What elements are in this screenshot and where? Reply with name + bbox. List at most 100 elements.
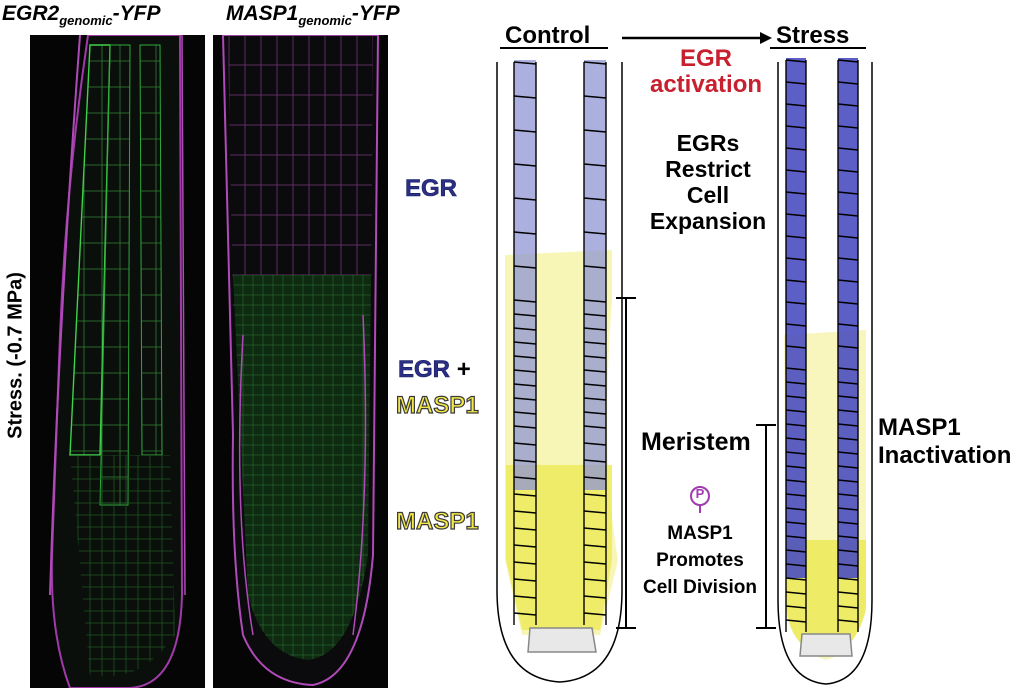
stress-left-file-cell-wall bbox=[785, 423, 807, 427]
zone-label-masp1-mid: MASP1 bbox=[395, 391, 479, 419]
stress-left-file-cell-wall bbox=[785, 605, 807, 609]
stress-right-file-cell-wall bbox=[837, 367, 859, 371]
micrograph-egr2 bbox=[30, 35, 205, 688]
control-root-cap bbox=[527, 627, 597, 653]
masp1-role-line: Cell Division bbox=[642, 577, 758, 598]
control-left-file-cell-wall bbox=[513, 510, 537, 514]
stress-right-file-cell-wall bbox=[837, 577, 859, 581]
egr-role-line: Cell bbox=[686, 182, 730, 208]
stress-left-file-cell-wall bbox=[785, 191, 807, 195]
control-right-file-cell-wall bbox=[583, 355, 607, 359]
micrograph-masp1 bbox=[213, 35, 388, 688]
stress-right-file-cell-wall bbox=[837, 619, 859, 623]
stress-right-file-cell-wall bbox=[837, 59, 859, 63]
gene-name: MASP1 bbox=[226, 2, 299, 25]
root-image-egr2 bbox=[49, 35, 186, 688]
control-right-file-cell-wall bbox=[583, 397, 607, 401]
stress-right-file-cell-wall bbox=[837, 395, 859, 399]
control-left-file-cell-wall bbox=[513, 265, 537, 269]
stress-left-file-cell-wall bbox=[785, 381, 807, 385]
stress-left-file-cell-wall bbox=[785, 59, 807, 63]
control-right-file-cell-wall bbox=[583, 327, 607, 331]
gene-name: EGR2 bbox=[2, 2, 60, 25]
stress-right-file-cell-wall bbox=[837, 521, 859, 525]
activation-line: EGR bbox=[679, 45, 732, 72]
control-right-file-cell-wall bbox=[583, 163, 607, 167]
stress-left-file-cell-wall bbox=[785, 169, 807, 173]
stress-left-file-cell-wall bbox=[785, 125, 807, 129]
stress-left-file-cell-wall bbox=[785, 345, 807, 349]
panel-title-egr2: EGR2genomic-YFP bbox=[2, 2, 161, 28]
stress-left-file-cell-wall bbox=[785, 301, 807, 305]
control-right-file-cell-wall bbox=[583, 299, 607, 303]
control-right-file-cell-wall bbox=[583, 369, 607, 373]
stress-right-file-cell-wall bbox=[837, 507, 859, 511]
stress-left-file-cell-wall bbox=[785, 577, 807, 581]
stress-right-file-cell-wall bbox=[837, 437, 859, 441]
stress-left-file-cell-wall bbox=[785, 147, 807, 151]
stress-right-file-cell-wall bbox=[837, 591, 859, 595]
masp1-role-line: MASP1 bbox=[667, 523, 733, 544]
stress-left-file-cell-wall bbox=[785, 279, 807, 283]
egr-role-line: Restrict bbox=[665, 156, 751, 182]
plus-sign: + bbox=[456, 356, 471, 383]
stress-left-file-cell-wall bbox=[785, 409, 807, 413]
stress-root bbox=[777, 58, 873, 685]
meristem-label: Meristem bbox=[641, 428, 751, 456]
stress-right-file-cell-wall bbox=[837, 81, 859, 85]
stress-left-file-cell-wall bbox=[785, 451, 807, 455]
stress-right-file-cell-wall bbox=[837, 301, 859, 305]
stress-left-file-cell-wall bbox=[785, 493, 807, 497]
control-right-file-cell-wall bbox=[583, 61, 607, 65]
gene-suffix: -YFP bbox=[351, 2, 400, 25]
egr-role-line: EGRs bbox=[676, 130, 740, 156]
control-right-file-cell-wall bbox=[583, 95, 607, 99]
control-left-file-cell-wall bbox=[513, 313, 537, 317]
control-right-file-cell-wall bbox=[583, 341, 607, 345]
control-left-file-cell-wall bbox=[513, 129, 537, 133]
stress-left-file-cell-wall bbox=[785, 521, 807, 525]
control-right-file-cell-wall bbox=[583, 612, 607, 616]
zone-label-egr-part: EGR bbox=[398, 356, 451, 384]
control-right-file-cell-wall bbox=[583, 527, 607, 531]
stress-cell-files bbox=[785, 59, 859, 632]
stress-right-file-cell-wall bbox=[837, 125, 859, 129]
zone-label-masp1-low: MASP1 bbox=[395, 507, 479, 535]
control-left-file-cell-wall bbox=[513, 595, 537, 599]
egr-role-line: Expansion bbox=[649, 208, 767, 234]
control-egr-file-left bbox=[514, 60, 536, 490]
control-left-file-cell-wall bbox=[513, 397, 537, 401]
stress-left-file-cell-wall bbox=[785, 323, 807, 327]
control-right-file-cell-wall bbox=[583, 493, 607, 497]
control-masp1-zone-strong bbox=[506, 465, 612, 630]
control-right-file-cell-wall bbox=[583, 459, 607, 463]
stress-left-file-cell-wall bbox=[785, 619, 807, 623]
control-cell-files bbox=[513, 61, 607, 625]
control-meristem-bracket bbox=[616, 297, 636, 629]
control-right-file-cell-wall bbox=[583, 476, 607, 480]
stress-left-file-cell-wall bbox=[785, 257, 807, 261]
zone-label-egr-masp1: EGR + bbox=[398, 356, 471, 384]
inactivation-line: Inactivation bbox=[878, 442, 1012, 469]
control-right-file-cell-wall bbox=[583, 561, 607, 565]
stress-right-file-cell-wall bbox=[837, 535, 859, 539]
masp1-role-line: Promotes bbox=[656, 550, 744, 571]
stress-left-file-cell-wall bbox=[785, 235, 807, 239]
control-left-file-cell-wall bbox=[513, 197, 537, 201]
control-right-file-cell-wall bbox=[583, 425, 607, 429]
stress-meristem-bracket bbox=[756, 424, 776, 629]
control-left-file-cell-wall bbox=[513, 442, 537, 446]
stress-right-file-cell-wall bbox=[837, 605, 859, 609]
stress-right-file-cell-wall bbox=[837, 493, 859, 497]
stress-egr-file-left bbox=[786, 58, 806, 578]
control-left-file-cell-wall bbox=[513, 459, 537, 463]
stress-left-file-cell-wall bbox=[785, 367, 807, 371]
stress-left-file-cell-wall bbox=[785, 81, 807, 85]
control-left-file-cell-wall bbox=[513, 61, 537, 65]
zone-label-egr: EGR bbox=[405, 175, 458, 203]
control-left-file-cell-wall bbox=[513, 355, 537, 359]
activation-line: activation bbox=[649, 71, 763, 98]
stress-right-file-cell-wall bbox=[837, 549, 859, 553]
control-right-file-cell-wall bbox=[583, 595, 607, 599]
stress-right-file-cell-wall bbox=[837, 563, 859, 567]
